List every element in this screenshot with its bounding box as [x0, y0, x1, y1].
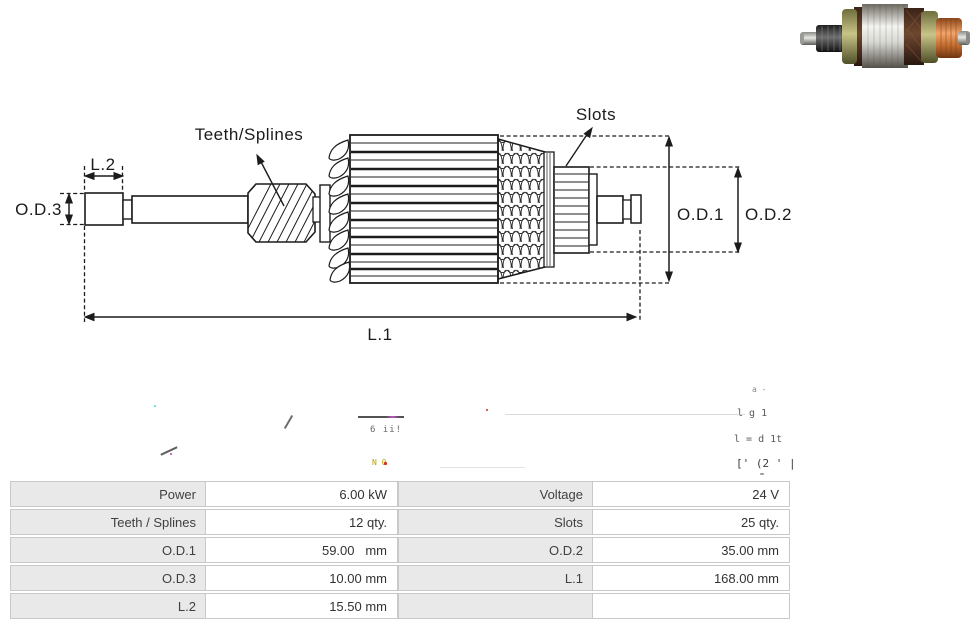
spec-value-voltage: 24 V: [593, 481, 790, 507]
artifact-line: [440, 467, 525, 468]
commutator: [553, 166, 590, 254]
shaft-left: [131, 195, 249, 224]
splines-gear: [247, 183, 316, 243]
artifact-line: [505, 414, 745, 415]
photo-core: [862, 4, 908, 68]
photo-commutator-bars: [940, 19, 957, 57]
label-od2: O.D.2: [745, 205, 792, 224]
spec-label-od2: O.D.2: [398, 537, 593, 563]
core-collar-right: [588, 173, 598, 246]
spec-value-teeth-splines: 12 qty.: [206, 509, 398, 535]
spec-label-od1: O.D.1: [10, 537, 206, 563]
dimension-arrows: [64, 126, 743, 322]
label-od3: O.D.3: [15, 200, 62, 219]
armature-core: [349, 134, 499, 284]
spec-label-l2: L.2: [10, 593, 206, 619]
label-od1: O.D.1: [677, 205, 724, 224]
spec-value-od1: 59.00 mm: [206, 537, 398, 563]
artifact-fragment: N 0: [372, 458, 387, 467]
spec-value-od3: 10.00 mm: [206, 565, 398, 591]
product-photo[interactable]: [795, 0, 975, 76]
photo-shaft-right-tip: [966, 32, 970, 44]
winding-fan-left: [328, 139, 351, 283]
spec-value-od2: 35.00 mm: [593, 537, 790, 563]
spec-value-slots: 25 qty.: [593, 509, 790, 535]
spec-value-empty: [593, 593, 790, 619]
artifact-fragment: a -: [752, 385, 767, 394]
spec-value-l1: 168.00 mm: [593, 565, 790, 591]
artifact-dot: [154, 405, 156, 407]
photo-windings-right: [904, 8, 924, 65]
artifact-dot: [760, 473, 764, 475]
shaft-neck: [122, 199, 133, 220]
winding-basket-right: [497, 138, 546, 280]
artifact-line: [283, 415, 294, 429]
shaft-end-cap: [630, 194, 642, 224]
spec-label-teeth-splines: Teeth / Splines: [10, 509, 206, 535]
spec-table: Power 6.00 kW Voltage 24 V Teeth / Splin…: [10, 481, 790, 619]
armature-drawing: [84, 134, 642, 284]
shaft-end-block: [84, 192, 124, 226]
photo-end-ring-right: [921, 11, 938, 63]
label-l2: L.2: [90, 155, 115, 174]
spec-label-voltage: Voltage: [398, 481, 593, 507]
artifact-fragment: 6 ii!: [370, 425, 403, 435]
photo-end-ring-left: [842, 9, 857, 64]
artifact-line: [358, 416, 404, 418]
photo-pinion-gear: [816, 25, 844, 52]
spec-label-power: Power: [10, 481, 206, 507]
label-l1: L.1: [367, 325, 392, 344]
spec-label-l1: L.1: [398, 565, 593, 591]
spec-label-empty: [398, 593, 593, 619]
label-teeth-splines: Teeth/Splines: [195, 125, 304, 144]
spec-value-power: 6.00 kW: [206, 481, 398, 507]
artifact-fragment: l g 1: [737, 408, 768, 419]
shaft-right-step: [622, 199, 632, 220]
spec-value-l2: 15.50 mm: [206, 593, 398, 619]
artifact-dot: [170, 453, 172, 455]
artifact-fragment: [' (2 ' |: [736, 457, 796, 470]
photo-commutator: [936, 18, 962, 58]
shaft-right: [596, 195, 624, 224]
photo-shaft-left: [800, 32, 820, 45]
armature-diagram: L.2 O.D.3 Teeth/Splines Slots O.D.1 O.D.…: [15, 105, 792, 344]
dimension-guides: [60, 135, 740, 322]
artifact-line: [160, 446, 178, 456]
commutator-riser: [543, 151, 555, 268]
label-slots: Slots: [576, 105, 616, 124]
artifact-dot: [486, 409, 488, 411]
artifact-fragment: l = d 1t: [734, 434, 783, 445]
photo-shaft-left-tip: [800, 33, 804, 44]
artifact-dot: [384, 462, 387, 465]
spec-label-od3: O.D.3: [10, 565, 206, 591]
spec-label-slots: Slots: [398, 509, 593, 535]
